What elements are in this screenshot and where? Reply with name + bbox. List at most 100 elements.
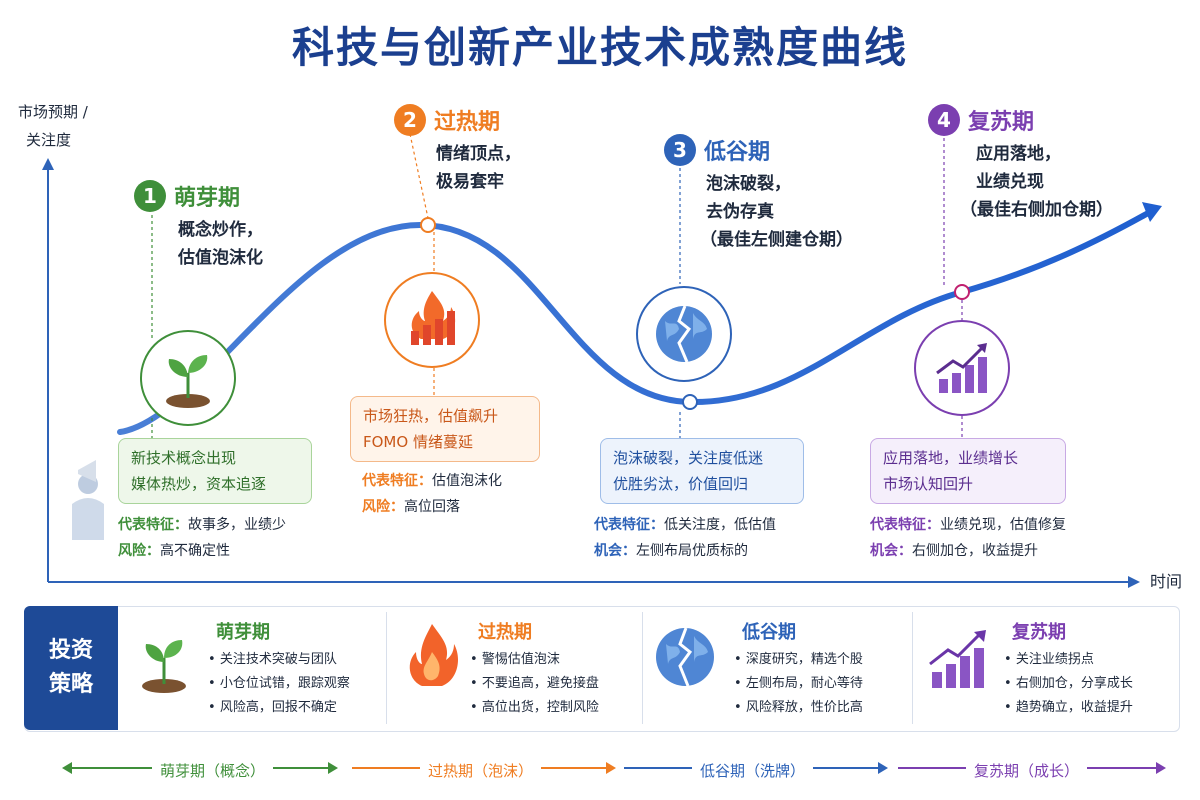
phase-2-risk-value: 高位回落 (404, 499, 460, 515)
strategy-growth-icon (926, 626, 992, 696)
phase-3-desc-line3: （最佳左侧建仓期） (700, 230, 853, 250)
phase-2-header: 2 过热期 (394, 104, 500, 136)
strategy-col-2: 过热期 • 警惕估值泡沫 • 不要追高，避免接盘 • 高位出货，控制风险 (470, 618, 599, 720)
list-item: • 高位出货，控制风险 (470, 700, 599, 715)
phase-2-desc-line1: 情绪顶点， (436, 144, 521, 164)
phase-2-feat-label: 代表特征： (362, 473, 432, 489)
megaphone-person-icon (72, 460, 104, 540)
strategy-col-4-title: 复苏期 (1012, 622, 1066, 643)
phase-3-features: 代表特征：低关注度，低估值 机会：左侧布局优质标的 (594, 512, 776, 564)
timeline-label-4: 复苏期（成长） (966, 760, 1088, 781)
x-axis-label: 时间 (1150, 572, 1183, 591)
phase-1-risk-value: 高不确定性 (160, 543, 230, 559)
phase-4-number: 4 (928, 104, 960, 136)
phase-3-opp-value: 左侧布局优质标的 (636, 543, 748, 559)
phase-3-desc: 泡沫破裂， 去伪存真 （最佳左侧建仓期） (700, 170, 853, 254)
timeline-label-1: 萌芽期（概念） (152, 760, 274, 781)
phase-4-desc-line3: （最佳右侧加仓期） (960, 200, 1113, 220)
phase-1-feat-value: 故事多，业绩少 (188, 517, 286, 533)
list-item: • 右侧加仓，分享成长 (1004, 676, 1133, 691)
list-item: • 风险释放，性价比高 (734, 700, 863, 715)
strategy-label-line2: 策略 (48, 672, 93, 697)
timeline-label-3: 低谷期（洗牌） (692, 760, 814, 781)
phase-3-box-line2: 优胜劣汰，价值回归 (613, 475, 749, 493)
phase-4-name: 复苏期 (968, 110, 1035, 135)
phase-4-opp-value: 右侧加仓，收益提升 (912, 543, 1038, 559)
strategy-col-2-title: 过热期 (478, 622, 532, 643)
phase-3-header: 3 低谷期 (664, 134, 770, 166)
phase-3-name: 低谷期 (704, 140, 771, 165)
phase-3-box: 泡沫破裂，关注度低迷 优胜劣汰，价值回归 (600, 438, 804, 504)
list-item: • 小仓位试错，跟踪观察 (208, 676, 350, 691)
list-item: • 关注业绩拐点 (1004, 652, 1094, 667)
phase-3-feat-label: 代表特征： (594, 517, 664, 533)
strategy-divider (642, 612, 643, 724)
phase-2-feat-value: 估值泡沫化 (432, 473, 502, 489)
phase-1-desc: 概念炒作， 估值泡沫化 (178, 216, 263, 272)
phase-4-opp-label: 机会： (870, 543, 912, 559)
phase-2-box-line2: FOMO 情绪蔓延 (363, 433, 473, 451)
phase-3-desc-line2: 去伪存真 (706, 202, 774, 222)
page-title: 科技与创新产业技术成熟度曲线 (291, 23, 908, 72)
phase-3-opp-label: 机会： (594, 543, 636, 559)
strategy-fire-icon (404, 622, 460, 692)
list-item: • 关注技术突破与团队 (208, 652, 337, 667)
strategy-label: 投资 策略 (24, 606, 118, 730)
strategy-label-line1: 投资 (48, 638, 93, 663)
phase-4-features: 代表特征：业绩兑现，估值修复 机会：右侧加仓，收益提升 (870, 512, 1066, 564)
phase-1-box-line1: 新技术概念出现 (131, 449, 237, 467)
phase-1-box-line2: 媒体热炒，资本追逐 (131, 475, 267, 493)
y-axis-label: 市场预期 / 关注度 (18, 98, 108, 154)
phase-3-feat-value: 低关注度，低估值 (664, 517, 776, 533)
growth-chart-icon (914, 320, 1010, 416)
phase-2-number: 2 (394, 104, 426, 136)
strategy-col-3-title: 低谷期 (742, 622, 796, 643)
strategy-col-4: 复苏期 • 关注业绩拐点 • 右侧加仓，分享成长 • 趋势确立，收益提升 (1004, 618, 1133, 720)
phase-1-desc-line2: 估值泡沫化 (178, 248, 263, 268)
maturity-curve (117, 209, 1153, 435)
phase-2-box-line1: 市场狂热，估值飙升 (363, 407, 499, 425)
list-item: • 风险高，回报不确定 (208, 700, 337, 715)
y-axis-label-line1: 市场预期 / (18, 103, 88, 121)
fire-chart-icon (384, 272, 480, 368)
phase-2-name: 过热期 (434, 110, 501, 135)
phase-1-name: 萌芽期 (174, 186, 241, 211)
strategy-col-1-title: 萌芽期 (216, 622, 270, 643)
phase-3-desc-line1: 泡沫破裂， (706, 174, 791, 194)
strategy-sprout-icon (134, 632, 194, 698)
phase-2-desc-line2: 极易套牢 (436, 172, 504, 192)
list-item: • 左侧布局，耐心等待 (734, 676, 863, 691)
phase-2-desc: 情绪顶点， 极易套牢 (436, 140, 521, 196)
phase-4-desc-line1: 应用落地， (976, 144, 1061, 164)
phase-4-desc-line2: 业绩兑现 (976, 172, 1044, 192)
strategy-divider (386, 612, 387, 724)
peak-marker (420, 217, 436, 233)
phase-4-box: 应用落地，业绩增长 市场认知回升 (870, 438, 1066, 504)
phase-3-box-line1: 泡沫破裂，关注度低迷 (613, 449, 764, 467)
phase-1-feat-label: 代表特征： (118, 517, 188, 533)
trough-marker (682, 394, 698, 410)
strategy-globe-icon (652, 624, 718, 694)
phase-4-box-line2: 市场认知回升 (883, 475, 974, 493)
phase-1-risk-label: 风险： (118, 543, 160, 559)
sprout-icon (140, 330, 236, 426)
list-item: • 深度研究，精选个股 (734, 652, 863, 667)
curve-arrow-head (1142, 202, 1162, 222)
phase-1-desc-line1: 概念炒作， (178, 220, 263, 240)
phase-4-box-line1: 应用落地，业绩增长 (883, 449, 1019, 467)
strategy-col-1: 萌芽期 • 关注技术突破与团队 • 小仓位试错，跟踪观察 • 风险高，回报不确定 (208, 618, 350, 720)
phase-1-number: 1 (134, 180, 166, 212)
list-item: • 警惕估值泡沫 (470, 652, 560, 667)
y-axis-arrow (42, 158, 54, 170)
phase-4-feat-label: 代表特征： (870, 517, 940, 533)
x-axis-arrow (1128, 576, 1140, 588)
timeline-label-2: 过热期（泡沫） (420, 760, 542, 781)
list-item: • 不要追高，避免接盘 (470, 676, 599, 691)
phase-1-box: 新技术概念出现 媒体热炒，资本追逐 (118, 438, 312, 504)
broken-globe-icon (636, 286, 732, 382)
phase-2-risk-label: 风险： (362, 499, 404, 515)
strategy-panel (24, 606, 1180, 732)
phase-3-number: 3 (664, 134, 696, 166)
phase-2-box: 市场狂热，估值飙升 FOMO 情绪蔓延 (350, 396, 540, 462)
